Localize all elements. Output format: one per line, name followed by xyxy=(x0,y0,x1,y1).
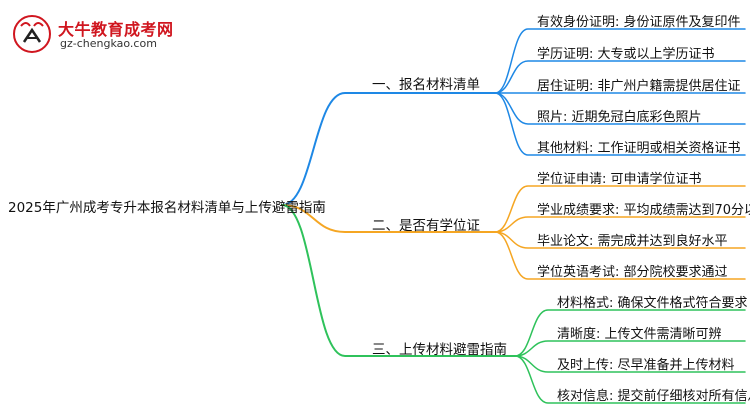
branch-3-leaf-1-connector xyxy=(514,309,746,357)
leaf-format: 材料格式: 确保文件格式符合要求 xyxy=(557,296,748,311)
root-topic: 2025年广州成考专升本报名材料清单与上传避雷指南 xyxy=(8,200,326,216)
bull-logo-icon xyxy=(13,15,51,53)
logo-title: 大牛教育成考网 xyxy=(58,20,174,39)
branch-2-leaf-4-connector xyxy=(494,231,746,280)
branch-3-label: 三、上传材料避雷指南 xyxy=(372,342,507,358)
branch-2-connector xyxy=(281,204,496,233)
leaf-residence: 居住证明: 非广州户籍需提供居住证 xyxy=(537,79,741,94)
leaf-photo: 照片: 近期免冠白底彩色照片 xyxy=(537,110,702,125)
branch-2-leaf-1-connector xyxy=(494,185,746,233)
leaf-clarity: 清晰度: 上传文件需清晰可辨 xyxy=(557,327,722,342)
branch-3-leaf-2-connector xyxy=(514,340,746,357)
branch-2-label: 二、是否有学位证 xyxy=(372,218,480,234)
branch-1-label: 一、报名材料清单 xyxy=(372,77,480,93)
leaf-thesis: 毕业论文: 需完成并达到良好水平 xyxy=(537,234,728,249)
leaf-grade-req: 学业成绩要求: 平均成绩需达到70分以上 xyxy=(537,203,750,218)
branch-1-leaf-5-connector xyxy=(494,92,746,156)
branch-3-leaf-4-connector xyxy=(514,355,746,404)
branch-1-leaf-1-connector xyxy=(494,28,746,94)
logo-url[interactable]: gz-chengkao.com xyxy=(60,37,157,50)
leaf-verify: 核对信息: 提交前仔细核对所有信息 xyxy=(557,389,750,404)
branch-1-leaf-2-connector xyxy=(494,60,746,94)
leaf-english: 学位英语考试: 部分院校要求通过 xyxy=(537,265,728,280)
leaf-upload-time: 及时上传: 尽早准备并上传材料 xyxy=(557,358,735,373)
leaf-identity: 有效身份证明: 身份证原件及复印件 xyxy=(537,15,741,30)
leaf-degree-apply: 学位证申请: 可申请学位证书 xyxy=(537,172,702,187)
site-logo[interactable]: 大牛教育成考网 gz-chengkao.com xyxy=(12,14,222,58)
branch-3-connector xyxy=(281,204,516,357)
leaf-education: 学历证明: 大专或以上学历证书 xyxy=(537,47,715,62)
branch-2-leaf-2-connector xyxy=(494,216,746,233)
branch-1-connector xyxy=(281,92,496,206)
leaf-other: 其他材料: 工作证明或相关资格证书 xyxy=(537,141,741,156)
